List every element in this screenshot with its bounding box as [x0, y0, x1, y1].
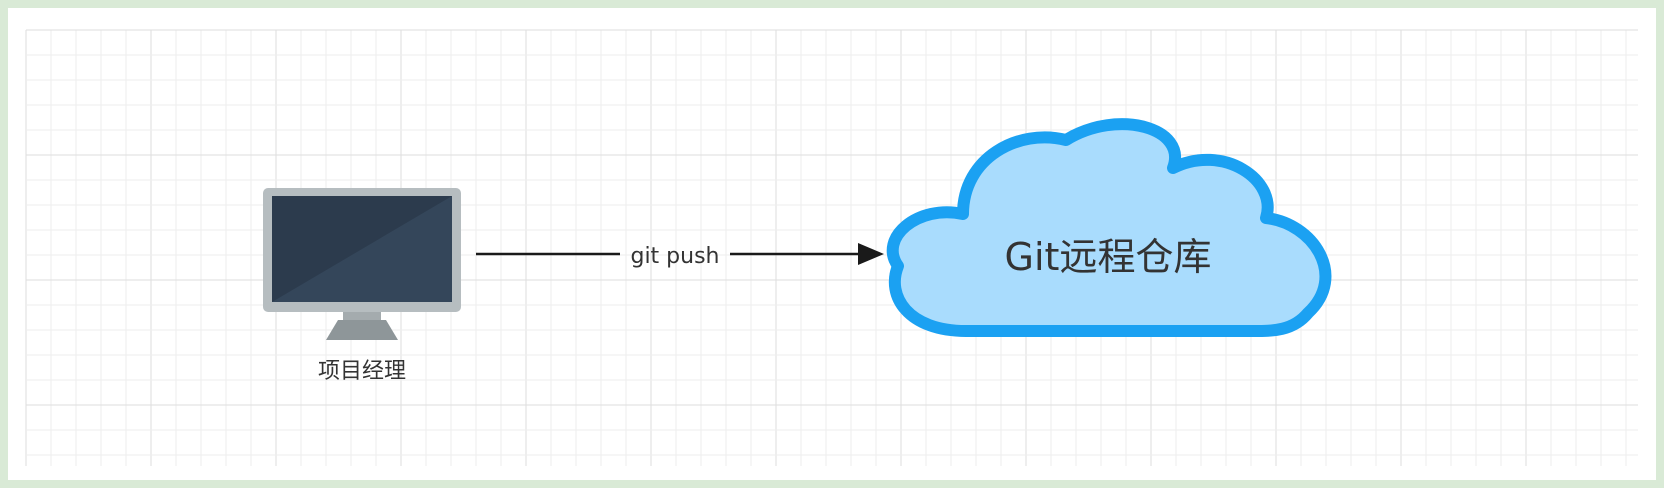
diagram-frame: 项目经理 git push Git远程仓库: [8, 8, 1656, 480]
git-push-edge[interactable]: git push: [476, 243, 884, 269]
diagram-canvas: 项目经理 git push Git远程仓库: [25, 29, 1638, 466]
edge-label: git push: [630, 244, 719, 269]
remote-label: Git远程仓库: [1005, 235, 1212, 279]
monitor-icon: [263, 188, 461, 340]
cloud-icon: [886, 118, 1332, 337]
monitor-stand: [326, 320, 398, 340]
monitor-neck: [343, 312, 381, 320]
remote-node[interactable]: Git远程仓库: [886, 118, 1332, 337]
manager-label: 项目经理: [318, 359, 406, 384]
manager-node[interactable]: 项目经理: [263, 188, 461, 384]
arrowhead: [858, 243, 884, 265]
monitor-screen-shine: [272, 196, 452, 302]
